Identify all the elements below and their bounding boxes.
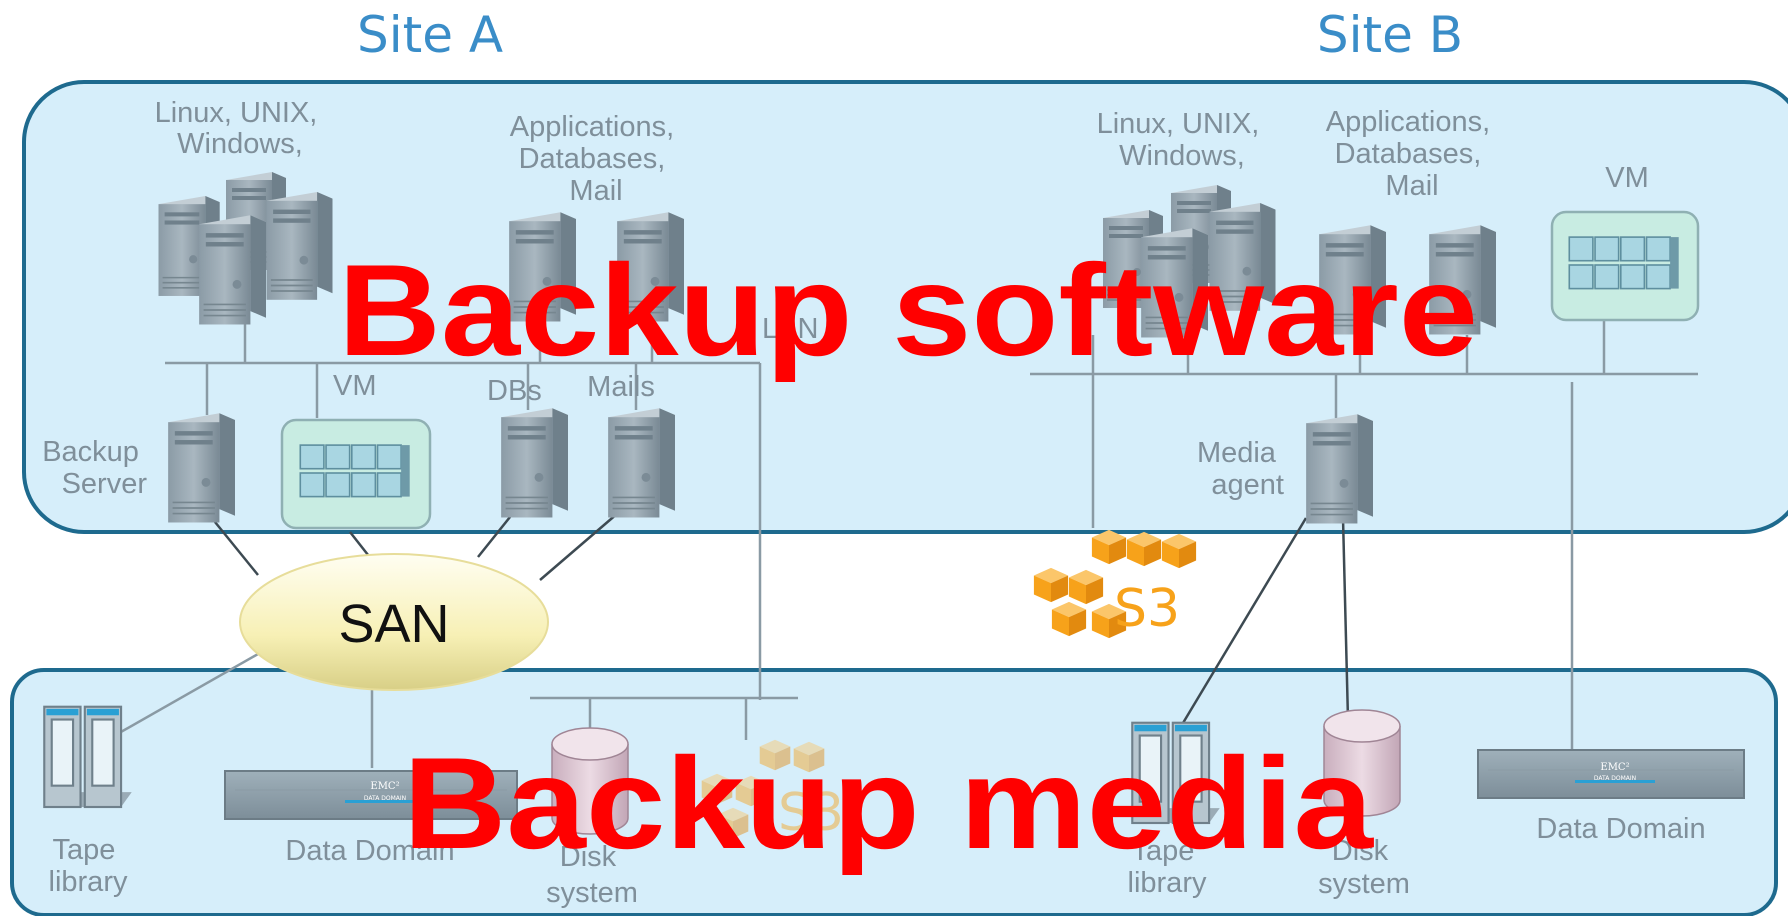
- site-a-disk-label: Disk system: [546, 841, 638, 909]
- site-a-s3-icon: S3: [701, 739, 844, 843]
- db-server: [500, 408, 568, 519]
- backup-server-label: Backup Server: [42, 436, 147, 500]
- site-b-vm-label: VM: [1605, 162, 1649, 194]
- media-agent-label: Media agent: [1197, 437, 1284, 501]
- dbs-label: DBs: [487, 375, 542, 407]
- s3-label: S3: [1114, 579, 1180, 639]
- site-a-title: Site A: [357, 6, 503, 64]
- lan-label: LAN: [762, 313, 818, 345]
- mails-label: Mails: [587, 371, 655, 403]
- site-a-apps-label: Applications, Databases, Mail: [510, 111, 683, 207]
- site-b-vm: [1550, 210, 1700, 322]
- san-cloud: SAN: [239, 553, 549, 691]
- s3-icon: S3: [1033, 529, 1197, 639]
- site-a-data-domain: EMC² DATA DOMAIN: [224, 770, 518, 820]
- svg-text:DATA DOMAIN: DATA DOMAIN: [364, 795, 406, 802]
- svg-text:EMC²: EMC²: [370, 781, 399, 792]
- site-b-title: Site B: [1317, 6, 1463, 64]
- site-b-apps-label: Applications, Databases, Mail: [1326, 106, 1499, 202]
- backup-server: [167, 413, 235, 524]
- site-a-vm: [280, 418, 432, 530]
- site-a-tape-library: [43, 705, 133, 809]
- media-agent-server: [1305, 414, 1373, 525]
- svg-text:S3: S3: [778, 783, 844, 843]
- site-b-disk-label: Disk system: [1318, 835, 1410, 900]
- site-a-tape-label: Tape library: [49, 834, 128, 898]
- site-b-datadomain-label: Data Domain: [1536, 813, 1705, 845]
- site-b-tape-label: Tape library: [1128, 835, 1207, 899]
- backup-media-overlay: Backup media: [403, 730, 1375, 876]
- site-b-clients-label: Linux, UNIX, Windows,: [1097, 108, 1268, 172]
- san-label: SAN: [338, 594, 449, 654]
- network-connections: [97, 300, 1698, 768]
- site-a-datadomain-label: Data Domain: [285, 835, 454, 867]
- site-b-data-domain: EMC² DATA DOMAIN: [1477, 749, 1745, 799]
- svg-text:DATA DOMAIN: DATA DOMAIN: [1594, 775, 1636, 782]
- site-a-vm-label: VM: [333, 370, 377, 402]
- mail-server: [607, 408, 675, 519]
- svg-text:EMC²: EMC²: [1600, 762, 1629, 773]
- site-a-clients-label: Linux, UNIX, Windows,: [155, 97, 326, 160]
- backup-software-overlay: Backup software: [338, 237, 1478, 383]
